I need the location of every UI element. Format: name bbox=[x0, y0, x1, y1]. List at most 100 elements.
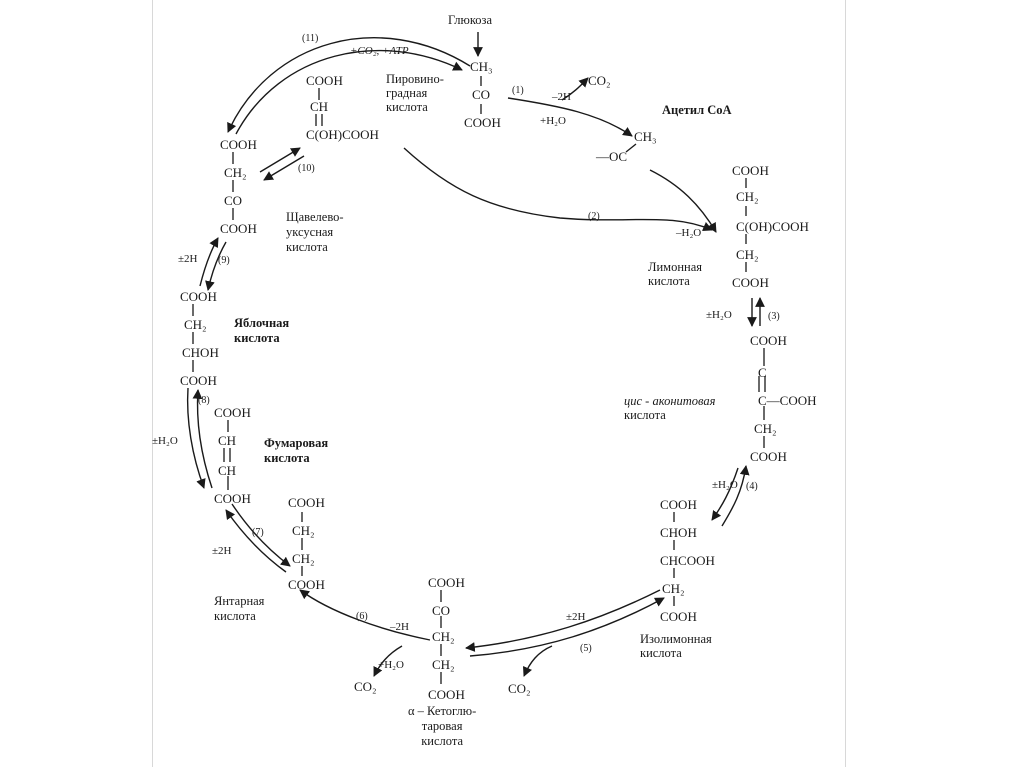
citric-cooh-bottom: COOH bbox=[732, 275, 769, 290]
arrow-step-8-b bbox=[192, 389, 213, 489]
arrow-step-8-a bbox=[186, 387, 206, 489]
step-10: (10) bbox=[298, 163, 315, 174]
pm-h2o-step4: ±H₂O bbox=[712, 479, 738, 491]
isocitric-cooh-bottom: COOH bbox=[660, 609, 697, 624]
isocitric-cooh-top: COOH bbox=[660, 497, 697, 512]
succinic-ch2-a: CH₂ bbox=[292, 523, 315, 538]
arrow-step-4-a bbox=[711, 467, 739, 521]
step-1: (1) bbox=[512, 85, 524, 96]
fumaric-ch-a: CH bbox=[218, 433, 237, 448]
arrow-step-11-inner bbox=[235, 50, 463, 135]
arrow-step-5-a bbox=[465, 589, 661, 652]
isocitric-ch2: CH₂ bbox=[662, 581, 685, 596]
isocitric-chcooh: CHCOOH bbox=[660, 553, 715, 568]
oxaloacetic-ch2: CH₂ bbox=[224, 165, 247, 180]
oxaloacetic-cooh-top: COOH bbox=[220, 137, 257, 152]
citric-ch2-b: CH₂ bbox=[736, 247, 759, 262]
arrow-step-9-a bbox=[199, 237, 219, 287]
pm-h2o-step8: ±H₂O bbox=[152, 435, 178, 447]
arrow-step-5-b bbox=[469, 597, 665, 657]
pyruvic-ch3: CH₃ bbox=[470, 59, 493, 74]
step-7: (7) bbox=[252, 527, 264, 538]
plus-h2o-step1: +H₂O bbox=[540, 115, 566, 127]
pm-2h-step7: ±2H bbox=[212, 545, 232, 557]
step-9: (9) bbox=[218, 255, 230, 266]
alpha-kg-cooh-top: COOH bbox=[428, 575, 465, 590]
fumaric-ch-b: CH bbox=[218, 463, 237, 478]
malic-cooh-bottom: COOH bbox=[180, 373, 217, 388]
cis-aconitic-cooh-bottom: COOH bbox=[750, 449, 787, 464]
pep-cooh: COOH bbox=[306, 73, 343, 88]
arrow-step-10-a bbox=[259, 147, 301, 173]
arrow-co2-1 bbox=[561, 77, 589, 101]
step-6: (6) bbox=[356, 611, 368, 622]
glucose-label: Глюкоза bbox=[448, 13, 493, 27]
fumaric-cooh-top: COOH bbox=[214, 405, 251, 420]
pep-ch: CH bbox=[310, 99, 329, 114]
arrow-step-1 bbox=[507, 97, 633, 137]
step-8: (8) bbox=[198, 395, 210, 406]
succinic-ch2-b: CH₂ bbox=[292, 551, 315, 566]
cis-aconitic-c-cooh: C—COOH bbox=[758, 393, 817, 408]
step-5: (5) bbox=[580, 643, 592, 654]
alpha-kg-ch2-a: CH₂ bbox=[432, 629, 455, 644]
cis-aconitic-ch2: CH₂ bbox=[754, 421, 777, 436]
acetyl-oc: —OC bbox=[596, 149, 628, 164]
alpha-kg-ch2-b: CH₂ bbox=[432, 657, 455, 672]
citric-ch2-a: CH₂ bbox=[736, 189, 759, 204]
step-2: (2) bbox=[588, 211, 600, 222]
step-4: (4) bbox=[746, 481, 758, 492]
minus-2h-step6: –2H bbox=[390, 621, 409, 633]
acetyl-coa-label: Ацетил СоА bbox=[662, 103, 732, 117]
arrow-co2-6 bbox=[373, 645, 403, 677]
malic-choh: CHOH bbox=[182, 345, 219, 360]
minus-h2o-step2: –H₂O bbox=[676, 227, 702, 239]
arrow-step-9-b bbox=[205, 241, 227, 291]
arrow-step-4-b bbox=[721, 465, 750, 527]
arrow-step-7-a bbox=[225, 509, 287, 573]
arrow-step-11-outer bbox=[227, 37, 471, 133]
malic-ch2: CH₂ bbox=[184, 317, 207, 332]
co2-atp-label: +CO₂, +ATP bbox=[350, 45, 409, 57]
succinic-cooh-bottom: COOH bbox=[288, 577, 325, 592]
pm-h2o-step3: ±H₂O bbox=[706, 309, 732, 321]
oxaloacetic-cooh-bottom: COOH bbox=[220, 221, 257, 236]
cis-aconitic-c: C bbox=[758, 365, 767, 380]
succinic-cooh-top: COOH bbox=[288, 495, 325, 510]
alpha-kg-co: CO bbox=[432, 603, 451, 618]
pep-c-oh-cooh: C(OH)COOH bbox=[306, 127, 379, 142]
arrow-acetyl-citrate bbox=[649, 169, 717, 233]
isocitric-choh: CHOH bbox=[660, 525, 697, 540]
oxaloacetic-co: CO bbox=[224, 193, 243, 208]
citric-c-oh-cooh: C(OH)COOH bbox=[736, 219, 809, 234]
pm-2h-step9: ±2H bbox=[178, 253, 198, 265]
arrow-step-2 bbox=[403, 147, 713, 232]
pyruvic-cooh: COOH bbox=[464, 115, 501, 130]
acetyl-ch3: CH₃ bbox=[634, 129, 657, 144]
arrow-step-10-b bbox=[263, 155, 305, 181]
malic-cooh-top: COOH bbox=[180, 289, 217, 304]
co2-step5: CO₂ bbox=[508, 681, 531, 696]
arrow-step-7-b bbox=[231, 503, 291, 567]
citric-cooh-top: COOH bbox=[732, 163, 769, 178]
plus-h2o-step6: +H₂O bbox=[378, 659, 404, 671]
arrow-step-6 bbox=[299, 589, 431, 641]
co2-step1: CO₂ bbox=[588, 73, 611, 88]
fumaric-cooh-bottom: COOH bbox=[214, 491, 251, 506]
arrow-co2-5 bbox=[522, 645, 553, 677]
step-3: (3) bbox=[768, 311, 780, 322]
step-11: (11) bbox=[302, 33, 319, 44]
figure-frame bbox=[152, 0, 846, 767]
pyruvic-co: CO bbox=[472, 87, 491, 102]
pm-2h-step5: ±2H bbox=[566, 611, 586, 623]
